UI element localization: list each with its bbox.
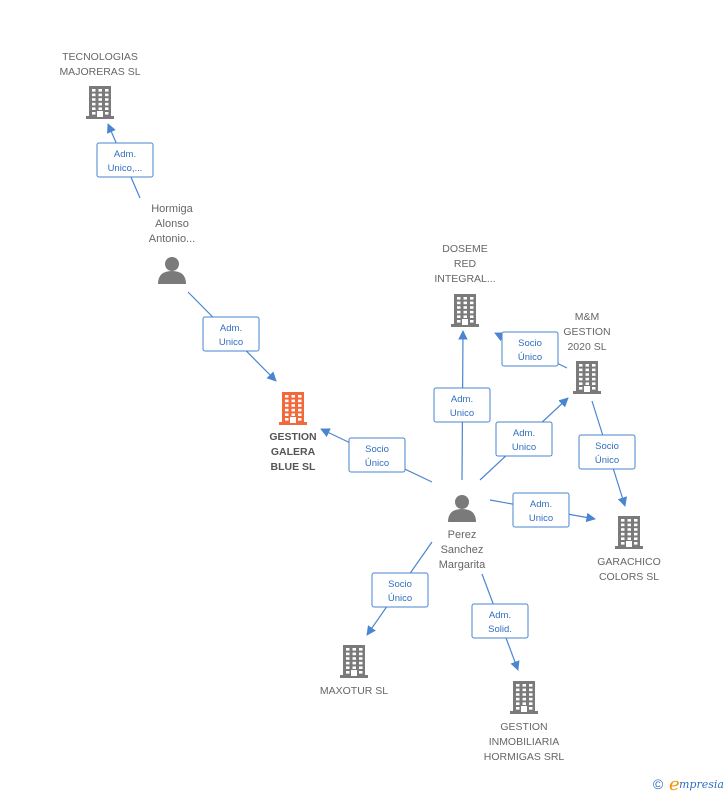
node-label: GESTION — [563, 326, 610, 338]
edge-label-text: Solid. — [488, 624, 512, 635]
edge-label-text: Adm. — [530, 499, 552, 510]
edge-label-text: Adm. — [114, 149, 136, 160]
edge-label-box[interactable] — [348, 437, 406, 473]
node-tecnologias[interactable]: TECNOLOGIAS MAJORERAS SL — [59, 51, 141, 119]
edge-label-text: Adm. — [513, 428, 535, 439]
edge-label-text: Adm. — [451, 394, 473, 405]
nodes-layer: TECNOLOGIAS MAJORERAS SL HormigaAlonsoAnto… — [59, 51, 660, 763]
node-mm_gestion[interactable]: M&M GESTION 2020 SL — [563, 311, 611, 394]
edge-label-text: Socio — [365, 444, 389, 455]
edges-layer: Adm.Unico,...Adm.UnicoSocioÚnicoAdm.Unic… — [96, 123, 636, 671]
edge-label-text: Único — [595, 455, 619, 466]
edge-perez-to-mm_gestion: Adm. Unico — [479, 397, 569, 481]
edge-label-text: Socio — [595, 441, 619, 452]
building-icon[interactable] — [451, 294, 479, 327]
edge-label-box[interactable] — [96, 142, 154, 178]
edge-label-text: Unico — [450, 408, 474, 419]
watermark-copyright: © — [653, 776, 664, 792]
edge-label-text: Adm. — [220, 323, 242, 334]
edge-label-box[interactable] — [578, 434, 636, 470]
edge-perez-to-garachico: Adm. Unico — [489, 492, 596, 528]
node-label: RED — [454, 258, 477, 270]
watermark: © e mpresia — [653, 774, 724, 795]
building-icon[interactable] — [573, 361, 601, 394]
watermark-brand-initial: e — [669, 774, 680, 795]
edge-hormiga-to-gestion_galera: Adm. Unico — [187, 291, 277, 382]
building-icon[interactable] — [340, 645, 368, 678]
edge-hormiga-to-tecnologias: Adm. Unico,... — [96, 123, 154, 199]
person-icon[interactable] — [158, 257, 186, 284]
edge-label-text: Unico — [219, 337, 243, 348]
node-label: Margarita — [439, 559, 486, 571]
watermark-brand-rest: mpresia — [679, 778, 724, 791]
edge-label-text: Adm. — [489, 610, 511, 621]
edge-label-box[interactable] — [495, 421, 553, 457]
edge-label-text: Único — [518, 352, 542, 363]
node-label: MAJORERAS SL — [59, 66, 140, 78]
person-icon[interactable] — [448, 495, 476, 522]
edge-label-box[interactable] — [371, 572, 429, 608]
node-label: Sanchez — [441, 544, 484, 556]
node-label: GESTION — [500, 721, 547, 733]
edge-label-text: Unico — [529, 513, 553, 524]
edge-label-text: Único — [388, 593, 412, 604]
edge-label-box[interactable] — [433, 387, 491, 423]
node-label: INTEGRAL... — [434, 273, 495, 285]
node-label: GESTION — [269, 431, 316, 443]
edge-label-text: Unico — [512, 442, 536, 453]
node-label: TECNOLOGIAS — [62, 51, 138, 63]
node-garachico[interactable]: GARACHICO COLORS SL — [597, 516, 661, 583]
node-label: GALERA — [271, 446, 316, 458]
edge-label-text: Único — [365, 458, 389, 469]
node-label: DOSEME — [442, 243, 488, 255]
edge-label-box[interactable] — [512, 492, 570, 528]
building-icon[interactable] — [510, 681, 538, 714]
node-label: INMOBILIARIA — [489, 736, 560, 748]
node-gestion_galera[interactable]: GESTION GALERA BLUE SL — [269, 392, 317, 473]
node-label: MAXOTUR SL — [320, 685, 388, 697]
node-label: Antonio... — [149, 233, 195, 245]
edge-label-text: Socio — [388, 579, 412, 590]
node-label: HORMIGAS SRL — [484, 751, 565, 763]
building-icon[interactable] — [615, 516, 643, 549]
edge-perez-to-gestion_inmobiliaria: Adm. Solid. — [471, 573, 529, 671]
node-label: Hormiga — [151, 203, 193, 215]
node-label: M&M — [575, 311, 600, 323]
building-icon[interactable] — [86, 86, 114, 119]
node-label: 2020 SL — [567, 341, 606, 353]
node-doseme[interactable]: DOSEME RED INTEGRAL... — [434, 243, 496, 327]
building-icon[interactable] — [279, 392, 307, 425]
node-gestion_inmobiliaria[interactable]: GESTION INMOBILIARIA HORMIGAS SRL — [484, 681, 565, 763]
edge-label-text: Socio — [518, 338, 542, 349]
node-maxotur[interactable]: MAXOTUR SL — [320, 645, 388, 697]
edge-label-text: Unico,... — [108, 163, 143, 174]
node-label: GARACHICO — [597, 556, 661, 568]
node-hormiga[interactable]: HormigaAlonsoAntonio... — [149, 203, 195, 284]
node-label: Alonso — [155, 218, 189, 230]
edge-label-box[interactable] — [471, 603, 529, 639]
edge-label-box[interactable] — [501, 331, 559, 367]
node-label: BLUE SL — [271, 461, 317, 473]
edge-perez-to-doseme: Adm. Unico — [433, 330, 491, 481]
node-label: Perez — [448, 529, 477, 541]
edge-label-box[interactable] — [202, 316, 260, 352]
node-label: COLORS SL — [599, 571, 659, 583]
